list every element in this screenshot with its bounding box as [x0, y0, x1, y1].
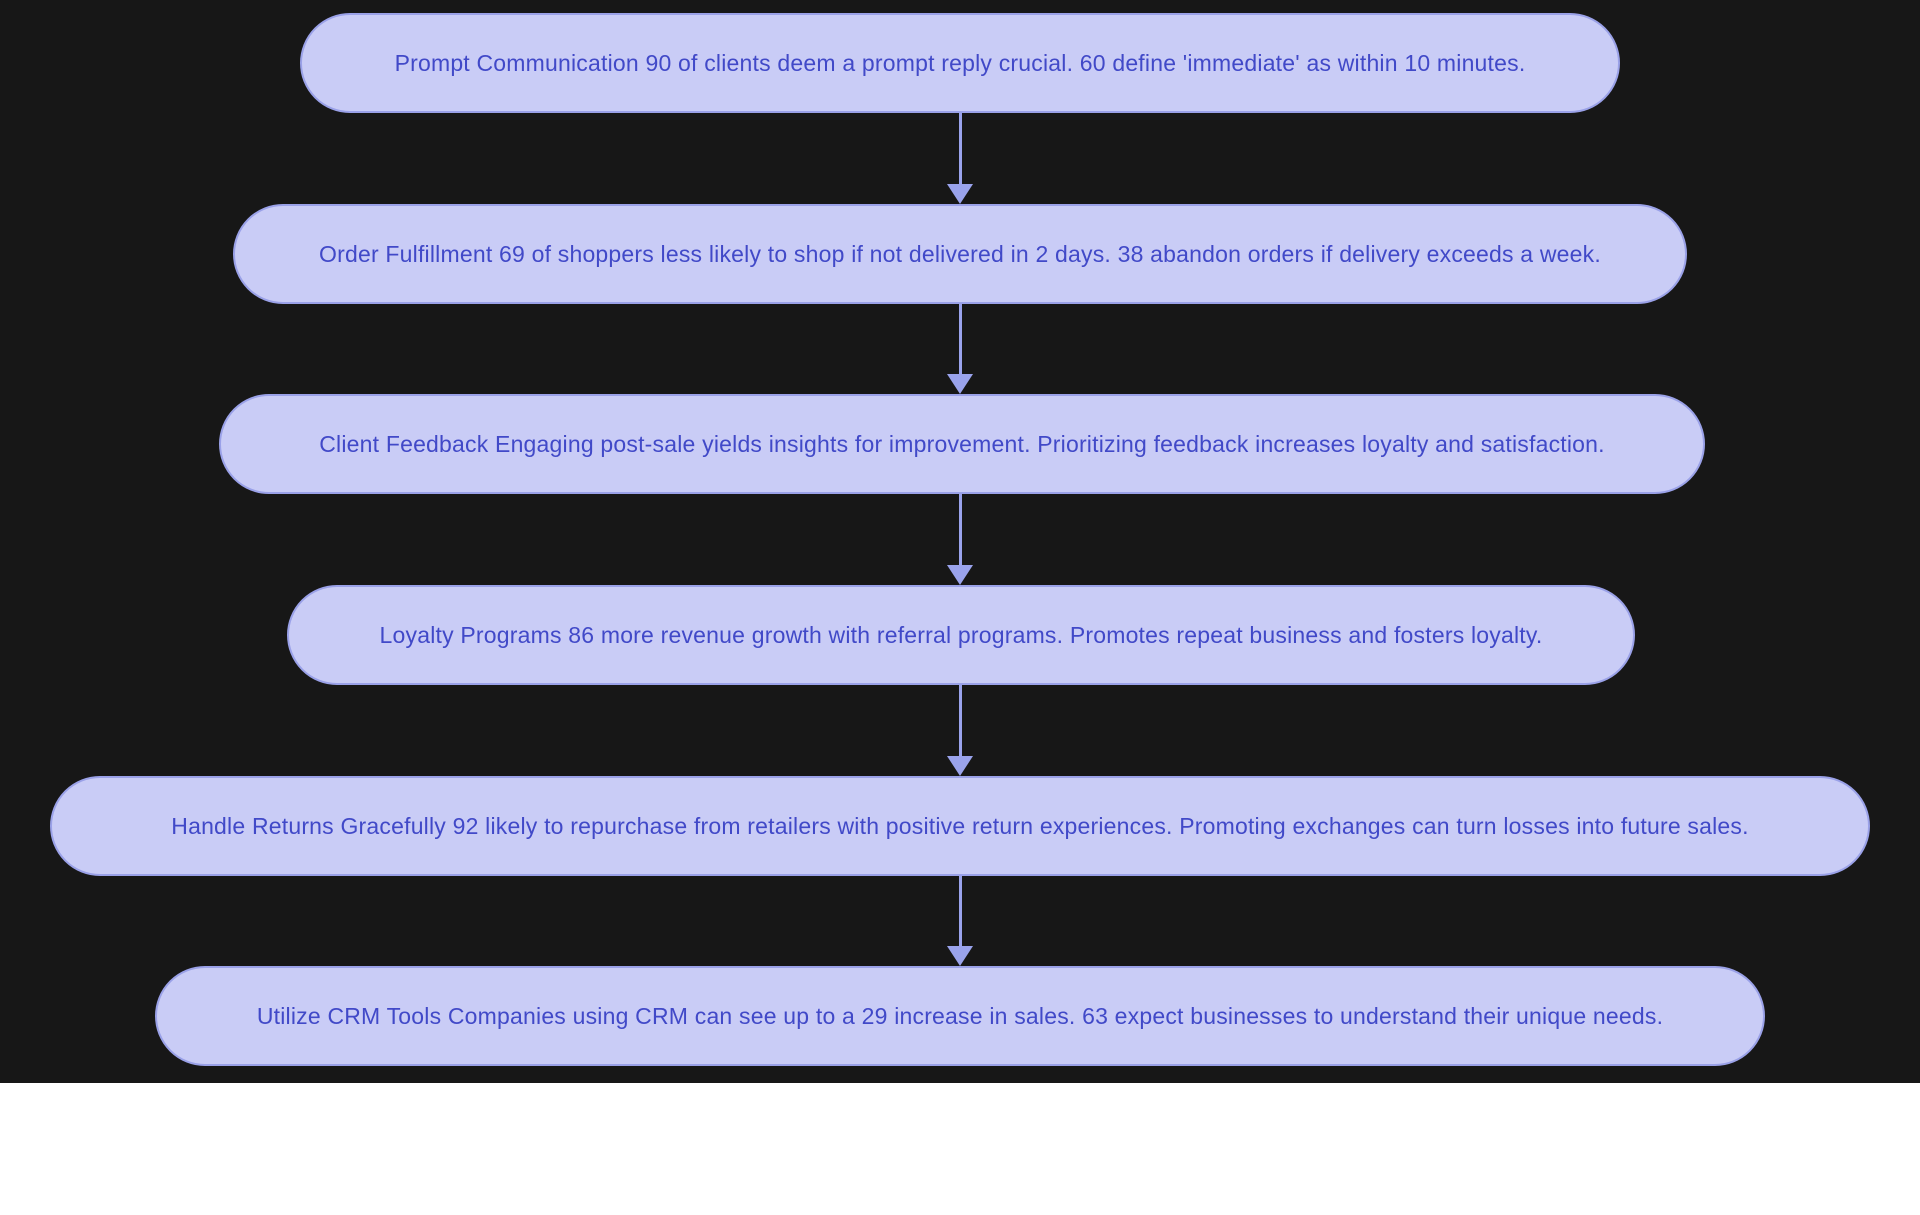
- flow-node-utilize-crm-tools: Utilize CRM Tools Companies using CRM ca…: [155, 966, 1765, 1066]
- arrow-line: [958, 113, 962, 186]
- node-label: Prompt Communication 90 of clients deem …: [394, 49, 1526, 76]
- flow-node-loyalty-programs: Loyalty Programs 86 more revenue growth …: [287, 585, 1635, 685]
- node-label: Utilize CRM Tools Companies using CRM ca…: [256, 1002, 1664, 1029]
- flow-arrow-1: [947, 113, 973, 204]
- flow-arrow-5: [947, 876, 973, 966]
- footer-strip: [0, 1083, 1920, 1215]
- arrow-down-icon: [947, 374, 973, 394]
- arrow-line: [958, 876, 962, 948]
- flow-arrow-2: [947, 304, 973, 394]
- flowchart-canvas: Prompt Communication 90 of clients deem …: [0, 0, 1920, 1083]
- node-label: Loyalty Programs 86 more revenue growth …: [379, 621, 1543, 648]
- node-label: Handle Returns Gracefully 92 likely to r…: [171, 812, 1749, 839]
- flow-node-handle-returns: Handle Returns Gracefully 92 likely to r…: [50, 776, 1870, 876]
- flow-arrow-4: [947, 685, 973, 776]
- arrow-down-icon: [947, 946, 973, 966]
- flow-node-client-feedback: Client Feedback Engaging post-sale yield…: [219, 394, 1705, 494]
- node-label: Client Feedback Engaging post-sale yield…: [319, 430, 1605, 457]
- arrow-line: [958, 685, 962, 758]
- arrow-line: [958, 494, 962, 567]
- arrow-down-icon: [947, 184, 973, 204]
- arrow-line: [958, 304, 962, 376]
- node-label: Order Fulfillment 69 of shoppers less li…: [319, 240, 1601, 267]
- arrow-down-icon: [947, 565, 973, 585]
- flow-node-prompt-communication: Prompt Communication 90 of clients deem …: [300, 13, 1620, 113]
- arrow-down-icon: [947, 756, 973, 776]
- flow-node-order-fulfillment: Order Fulfillment 69 of shoppers less li…: [233, 204, 1687, 304]
- flow-arrow-3: [947, 494, 973, 585]
